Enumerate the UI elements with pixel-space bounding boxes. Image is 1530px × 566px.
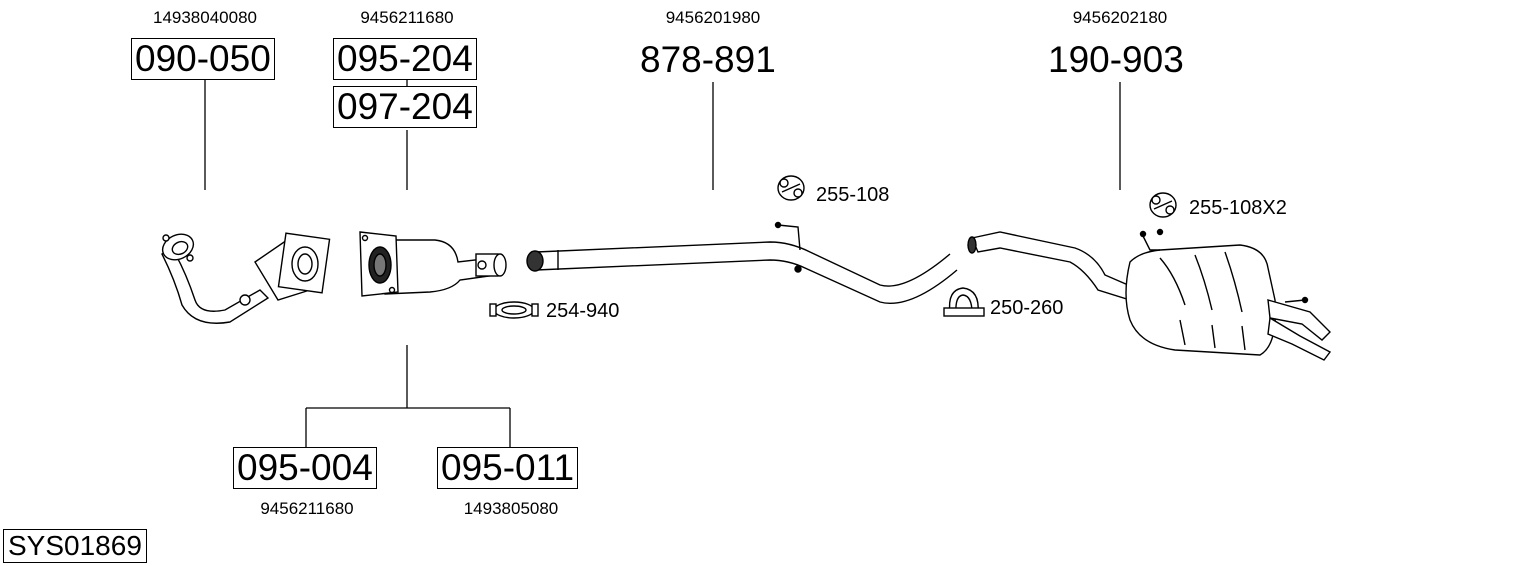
oem-number-sub-part-2: 1493805080: [463, 499, 559, 518]
accessory-label-255-108x2[interactable]: 255-108X2: [1189, 197, 1287, 219]
accessory-label-250-260[interactable]: 250-260: [990, 297, 1064, 319]
clamp-icon-254-940: [489, 301, 539, 319]
u-clamp-icon-250-260: [943, 287, 985, 317]
downpipe-090-050-drawing: [161, 232, 331, 324]
accessory-label-254-940[interactable]: 254-940: [546, 300, 620, 322]
rubber-mount-icon-255-108x2: [1149, 192, 1177, 218]
catalyst-095-204-drawing: [359, 231, 507, 297]
oem-number-part-3: 9456201980: [665, 8, 761, 27]
mid-pipe-878-891-drawing: [526, 221, 958, 304]
part-number-box-095-011[interactable]: 095-011: [437, 447, 579, 489]
oem-number-part-4: 9456202180: [1072, 8, 1168, 27]
part-number-box-090-050[interactable]: 090-050: [131, 38, 275, 80]
oem-number-part-1: 14938040080: [152, 8, 257, 27]
rear-silencer-190-903-drawing: [967, 228, 1332, 361]
oem-number-part-2: 9456211680: [360, 8, 454, 27]
part-number-190-903[interactable]: 190-903: [1048, 39, 1184, 80]
oem-number-sub-part-1: 9456211680: [260, 499, 354, 518]
accessory-label-255-108[interactable]: 255-108: [816, 184, 890, 206]
rubber-mount-icon-255-108: [777, 175, 805, 201]
part-number-box-095-204[interactable]: 095-204: [333, 38, 477, 80]
system-code-box: SYS01869: [3, 529, 147, 563]
part-number-box-095-004[interactable]: 095-004: [233, 447, 377, 489]
part-number-878-891[interactable]: 878-891: [640, 39, 776, 80]
part-number-box-097-204[interactable]: 097-204: [333, 86, 477, 128]
